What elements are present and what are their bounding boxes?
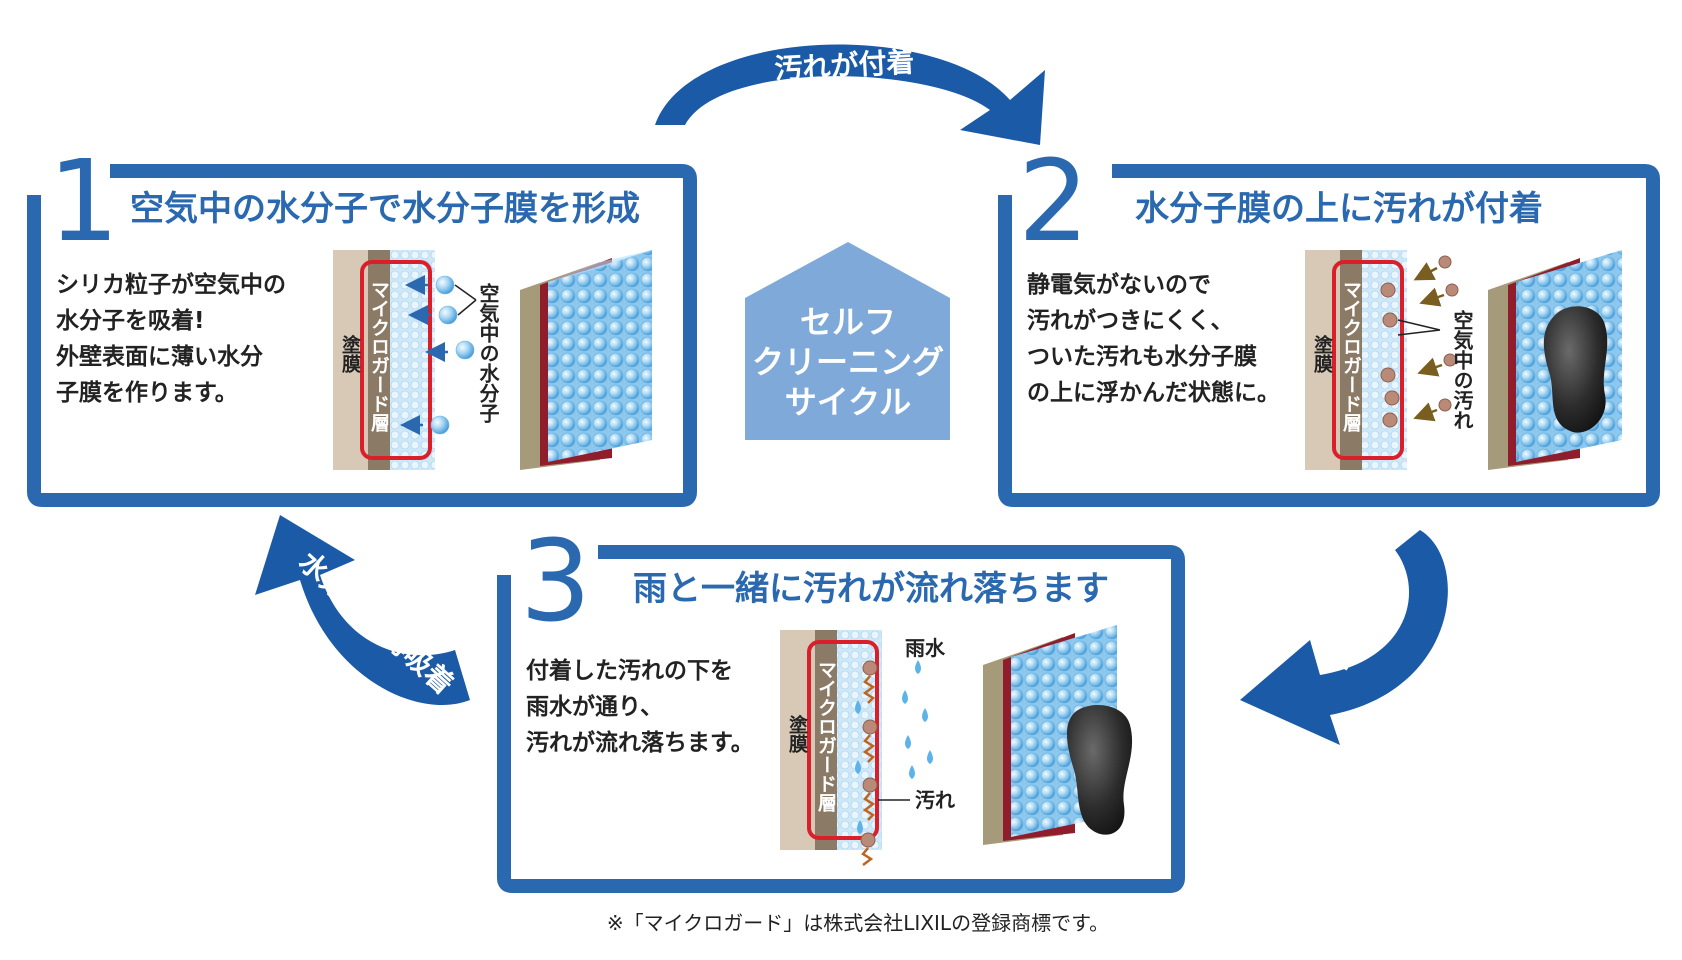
panel-3-rain-label: 雨水 bbox=[905, 636, 946, 660]
panel-3: 3 雨と一緒に汚れが流れ落ちます 付着した汚れの下を 雨水が通り、 汚れが流れ落… bbox=[497, 517, 1185, 893]
water-molecule bbox=[438, 305, 458, 325]
arrow-top-label: 汚れが付着 bbox=[774, 45, 916, 85]
water-molecule bbox=[430, 415, 450, 435]
panel-2-layer-label: マイクロガード層 bbox=[1340, 280, 1362, 433]
panel-3-cross-section: 塗膜 マイクロガード層 bbox=[780, 630, 955, 866]
dirt-particle bbox=[1438, 398, 1452, 412]
dirt-particle bbox=[1443, 353, 1457, 367]
panel-2-desc-line-1: 静電気がないので bbox=[1027, 271, 1211, 298]
panel-1-cross-section: 塗膜 マイクロガード層 空気中の水分子 bbox=[333, 250, 500, 470]
panel-2: 2 水分子膜の上に汚れが付着 静電気がないので 汚れがつきにくく、 ついた汚れも… bbox=[998, 137, 1660, 507]
panel-3-title: 雨と一緒に汚れが流れ落ちます bbox=[633, 569, 1109, 609]
panel-1-desc-line-1: シリカ粒子が空気中の bbox=[56, 271, 286, 298]
dirt-stain bbox=[1067, 705, 1133, 835]
microguard-highlight bbox=[1332, 260, 1404, 460]
arrow-right: 雨が降る bbox=[1240, 530, 1448, 745]
raindrops bbox=[855, 660, 933, 834]
panel-3-description: 付着した汚れの下を 雨水が通り、 汚れが流れ落ちます。 bbox=[526, 657, 754, 756]
panel-1: 1 空気中の水分子で水分子膜を形成 シリカ粒子が空気中の 水分子を吸着! 外壁表… bbox=[27, 137, 697, 507]
dirt-particle bbox=[1384, 390, 1400, 406]
panel-3-layer-label: マイクロガード層 bbox=[815, 660, 837, 813]
panel-2-side-label: 空気中の汚れ bbox=[1450, 309, 1474, 430]
panel-2-desc-line-3: ついた汚れも水分子膜 bbox=[1027, 344, 1257, 370]
arrow-top: 汚れが付着 bbox=[655, 44, 1045, 145]
center-line-1: セルフ bbox=[800, 303, 896, 341]
dirt-stain bbox=[1543, 306, 1608, 433]
panel-2-number: 2 bbox=[1018, 137, 1089, 267]
panel-3-desc-line-1: 付着した汚れの下を bbox=[526, 657, 733, 684]
panel-2-description: 静電気がないので 汚れがつきにくく、 ついた汚れも水分子膜 の上に浮かんだ状態に… bbox=[1027, 271, 1280, 406]
panel-3-coating-label: 塗膜 bbox=[786, 714, 809, 754]
footnote: ※「マイクロガード」は株式会社LIXILの登録商標です。 bbox=[607, 911, 1109, 935]
panel-1-side-label: 空気中の水分子 bbox=[476, 282, 500, 423]
panel-1-description: シリカ粒子が空気中の 水分子を吸着! 外壁表面に薄い水分 子膜を作ります。 bbox=[56, 271, 286, 406]
center-house: セルフ クリーニング サイクル bbox=[745, 242, 950, 440]
panel-1-desc-line-3: 外壁表面に薄い水分 bbox=[56, 343, 263, 370]
panel-2-desc-line-4: の上に浮かんだ状態に。 bbox=[1027, 379, 1280, 406]
dirt-particle bbox=[1445, 283, 1459, 297]
panel-3-number: 3 bbox=[520, 517, 591, 647]
water-molecule bbox=[455, 340, 475, 360]
panel-1-number: 1 bbox=[48, 137, 119, 267]
panel-2-wall-illustration bbox=[1488, 250, 1622, 470]
panel-3-desc-line-3: 汚れが流れ落ちます。 bbox=[526, 729, 754, 756]
panel-2-desc-line-2: 汚れがつきにくく、 bbox=[1027, 307, 1234, 334]
dirt-particle bbox=[1438, 255, 1452, 269]
panel-3-dirt-label: 汚れ bbox=[915, 788, 955, 812]
dirt-particle bbox=[1380, 282, 1396, 298]
panel-1-desc-line-2: 水分子を吸着! bbox=[56, 307, 205, 334]
panel-3-wall-illustration bbox=[983, 625, 1133, 845]
panel-2-coating-label: 塗膜 bbox=[1311, 334, 1334, 374]
panel-3-desc-line-2: 雨水が通り、 bbox=[526, 693, 663, 720]
water-molecule bbox=[435, 275, 455, 295]
panel-1-coating-label: 塗膜 bbox=[339, 334, 362, 374]
panel-1-wall-illustration bbox=[520, 250, 652, 470]
dirt-particle bbox=[1380, 367, 1396, 383]
falling-dirt bbox=[860, 660, 878, 866]
center-line-2: クリーニング bbox=[752, 343, 944, 381]
panel-1-title: 空気中の水分子で水分子膜を形成 bbox=[130, 189, 640, 229]
center-line-3: サイクル bbox=[785, 383, 911, 421]
panel-2-title: 水分子膜の上に汚れが付着 bbox=[1135, 189, 1543, 229]
arrow-left: 水分子を再吸着 bbox=[255, 515, 470, 705]
microguard-highlight bbox=[807, 640, 879, 840]
dirt-particle bbox=[1382, 412, 1398, 428]
panel-2-cross-section: 塗膜 マイクロガード層 空気中の汚れ bbox=[1305, 250, 1474, 470]
panel-1-layer-label: マイクロガード層 bbox=[368, 280, 390, 433]
coating-inner bbox=[368, 250, 390, 470]
dirt-particle bbox=[1382, 312, 1398, 328]
panel-1-desc-line-4: 子膜を作ります。 bbox=[56, 380, 238, 406]
